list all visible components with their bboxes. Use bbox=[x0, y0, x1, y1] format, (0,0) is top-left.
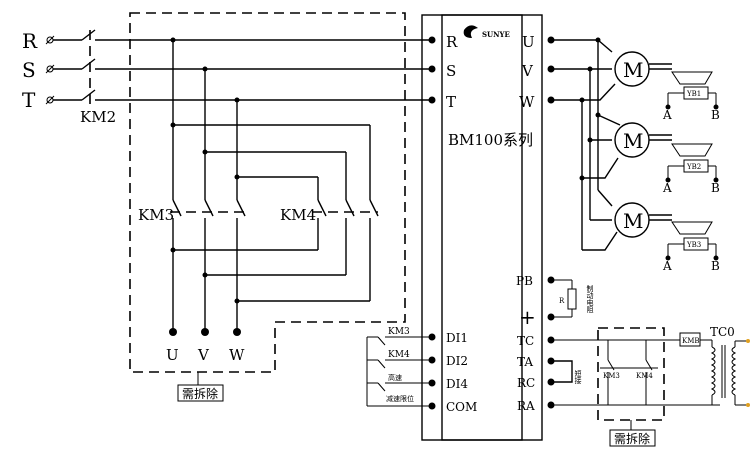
terminal-rc: RC bbox=[517, 376, 535, 390]
svg-text:制动电阻: 制动电阻 bbox=[586, 284, 594, 314]
source-terminals bbox=[45, 35, 55, 105]
svg-text:A: A bbox=[662, 108, 672, 122]
phase-label-r: R bbox=[22, 29, 38, 53]
decel-limit-label: 减速限位 bbox=[386, 394, 414, 403]
svg-text:SUNYE: SUNYE bbox=[482, 30, 510, 39]
terminal-di4: DI4 bbox=[446, 377, 468, 391]
motor-3: M bbox=[614, 202, 672, 238]
motor-1: M bbox=[614, 51, 672, 87]
relay-wiring bbox=[551, 339, 720, 406]
terminal-u: U bbox=[522, 33, 535, 51]
controller-left-terminals bbox=[428, 36, 436, 410]
terminal-com: COM bbox=[446, 400, 477, 414]
remove-box-left bbox=[129, 12, 406, 373]
terminal-r: R bbox=[446, 33, 458, 51]
km2-switch bbox=[53, 29, 96, 105]
km4-label: KM4 bbox=[280, 206, 316, 224]
svg-text:R: R bbox=[559, 297, 565, 305]
terminal-di2: DI2 bbox=[446, 354, 468, 368]
phase-label-s: S bbox=[22, 58, 36, 82]
short-label: 短接 bbox=[574, 369, 582, 385]
terminal-plus: + bbox=[519, 305, 536, 329]
output-w: W bbox=[229, 346, 245, 364]
di-input-wiring bbox=[366, 336, 432, 407]
output-u: U bbox=[166, 346, 179, 364]
transformer-tc0 bbox=[710, 339, 750, 407]
terminal-t: T bbox=[446, 93, 456, 111]
relay-km3-label: KM3 bbox=[603, 372, 620, 380]
main-bus bbox=[95, 39, 432, 101]
controller-right-terminals bbox=[547, 36, 555, 409]
km2-label: KM2 bbox=[80, 108, 116, 126]
remove-label-left: 需拆除 bbox=[182, 386, 218, 401]
svg-text:M: M bbox=[623, 129, 643, 153]
terminal-s: S bbox=[446, 62, 456, 80]
svg-text:B: B bbox=[711, 181, 720, 195]
relay-km4-label: KM4 bbox=[636, 372, 653, 380]
controller-model: BM100系列 bbox=[448, 131, 533, 149]
brake-unit-3: YB3 A B bbox=[662, 221, 720, 273]
svg-text:B: B bbox=[711, 259, 720, 273]
motor-2: M bbox=[614, 122, 672, 158]
brake-unit-1: YB1 A B bbox=[662, 71, 720, 122]
phase-label-t: T bbox=[22, 88, 36, 112]
km3-label: KM3 bbox=[138, 206, 174, 224]
di1-km3-label: KM3 bbox=[388, 327, 410, 337]
controller-panel bbox=[441, 14, 523, 441]
remove-tag-right bbox=[609, 429, 656, 447]
di4-high-speed-label: 高速 bbox=[388, 373, 402, 382]
brake-resistor: R 制动电阻 bbox=[551, 279, 594, 318]
tc0-label: TC0 bbox=[710, 325, 735, 339]
svg-text:YB3: YB3 bbox=[686, 241, 701, 249]
svg-text:M: M bbox=[623, 209, 643, 233]
kmb-box bbox=[679, 332, 701, 347]
terminal-di1: DI1 bbox=[446, 331, 468, 345]
motor-bus bbox=[551, 37, 621, 251]
svg-text:B: B bbox=[711, 108, 720, 122]
output-v: V bbox=[197, 346, 210, 364]
remove-label-right: 需拆除 bbox=[614, 431, 650, 446]
terminal-w: W bbox=[519, 93, 535, 111]
terminal-tc: TC bbox=[517, 334, 534, 348]
terminal-v: V bbox=[521, 62, 534, 80]
svg-text:A: A bbox=[662, 259, 672, 273]
terminal-pb: PB bbox=[516, 274, 533, 288]
svg-text:M: M bbox=[623, 58, 643, 82]
remove-tag-left bbox=[177, 384, 224, 402]
kmb-label: KMB bbox=[682, 337, 700, 345]
svg-text:A: A bbox=[662, 181, 672, 195]
brake-unit-2: YB2 A B bbox=[662, 143, 720, 195]
terminal-ta: TA bbox=[517, 355, 533, 369]
sunye-logo: SUNYE bbox=[463, 25, 510, 39]
terminal-ra: RA bbox=[517, 399, 535, 413]
km3-km4-wiring bbox=[169, 37, 379, 336]
svg-text:YB1: YB1 bbox=[686, 90, 701, 98]
svg-text:YB2: YB2 bbox=[686, 163, 701, 171]
di2-km4-label: KM4 bbox=[388, 350, 410, 360]
